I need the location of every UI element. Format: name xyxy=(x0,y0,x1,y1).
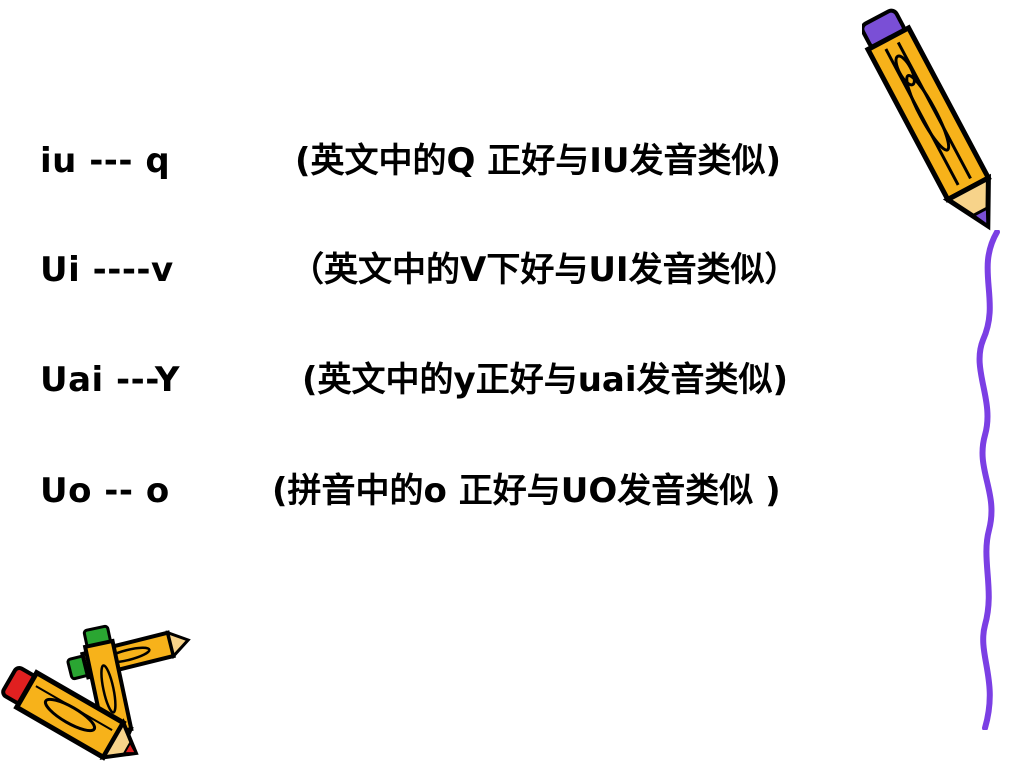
pinyin-line-1: iu --- q (英文中的Q 正好与IU发音类似) xyxy=(40,136,781,186)
pinyin-pair-label: Ui ----v xyxy=(40,250,174,290)
pinyin-pair-label: Uai ---Y xyxy=(40,360,180,400)
pencil-icon xyxy=(862,8,992,231)
pinyin-explanation: (拼音中的o 正好与UO发音类似 ) xyxy=(272,471,781,511)
pinyin-pair-label: iu --- q xyxy=(40,141,171,181)
pencils-icon xyxy=(1,624,191,761)
pinyin-line-3: Uai ---Y (英文中的y正好与uai发音类似) xyxy=(40,355,788,405)
pinyin-pair-label: Uo -- o xyxy=(40,471,170,511)
pinyin-line-4: Uo -- o (拼音中的o 正好与UO发音类似 ) xyxy=(40,466,781,516)
pinyin-explanation: (英文中的Q 正好与IU发音类似) xyxy=(295,141,782,181)
pinyin-explanation: (英文中的y正好与uai发音类似) xyxy=(302,360,789,400)
pinyin-explanation: （英文中的V下好与UI发音类似） xyxy=(290,250,799,290)
squiggle-line xyxy=(976,230,1000,730)
pinyin-line-2: Ui ----v （英文中的V下好与UI发音类似） xyxy=(40,245,799,295)
